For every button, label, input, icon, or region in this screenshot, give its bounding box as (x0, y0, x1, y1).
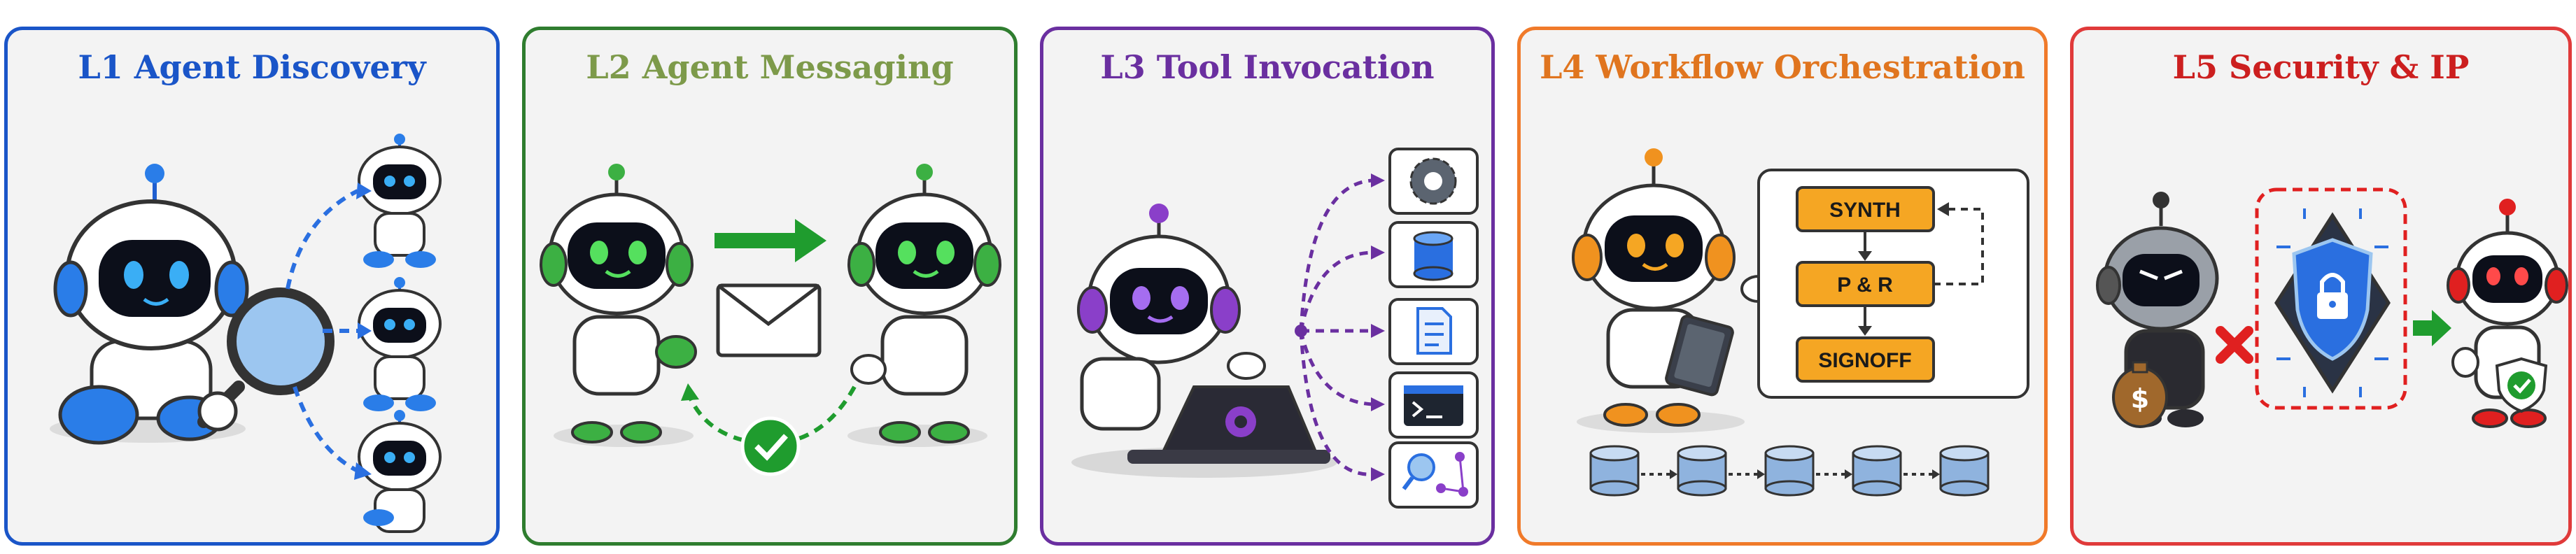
money-bag-icon: $ (2112, 361, 2168, 428)
panel-title: L3 Tool Invocation (1100, 48, 1435, 86)
svg-text:SIGNOFF: SIGNOFF (1818, 349, 1911, 372)
robot-icon (358, 277, 442, 411)
database-icon (1939, 445, 1990, 497)
robot-icon (358, 410, 442, 533)
svg-text:SYNTH: SYNTH (1829, 199, 1901, 222)
terminal-icon (1404, 385, 1463, 426)
robot-icon (847, 164, 1001, 443)
graph-search-icon (1402, 452, 1468, 497)
messaging-illustration (540, 164, 1001, 476)
arrow-right-icon (715, 219, 826, 262)
check-shield-icon (2495, 357, 2548, 413)
security-illustration: $ (2096, 187, 2568, 428)
svg-text:P & R: P & R (1837, 274, 1893, 297)
check-icon (740, 416, 801, 476)
gear-icon (1409, 157, 1457, 205)
envelope-icon (716, 283, 822, 357)
panel-security-ip: L5 Security & IP $ (2070, 27, 2572, 546)
svg-text:$: $ (2131, 383, 2149, 414)
panel-tool-invocation: L3 Tool Invocation (1040, 27, 1495, 546)
robot-icon (540, 164, 697, 443)
document-icon (1416, 307, 1452, 355)
dashed-arrow (293, 386, 359, 473)
workflow-step: P & R (1796, 261, 1935, 307)
robot-icon (358, 134, 442, 268)
robot-icon (1077, 204, 1266, 431)
database-icon (1413, 231, 1454, 281)
magnifier-icon (197, 287, 335, 432)
arrow-right-icon (2413, 310, 2451, 346)
panel-title: L1 Agent Discovery (78, 48, 426, 86)
laptop-icon (1127, 385, 1330, 464)
feedback-loop (1934, 208, 1984, 285)
workflow-step: SIGNOFF (1796, 336, 1935, 383)
panel-title: L2 Agent Messaging (586, 48, 954, 86)
database-icon (1852, 445, 1902, 497)
panel-title: L4 Workflow Orchestration (1540, 48, 2025, 86)
database-icon (1677, 445, 1727, 497)
orchestration-illustration: SYNTH P & R SIGNOFF (1572, 148, 2029, 497)
tools-illustration (1071, 148, 1479, 509)
dashed-arrow (286, 189, 359, 290)
database-icon (1589, 445, 1640, 497)
shield-lock-icon (2274, 208, 2391, 397)
panel-title: L5 Security & IP (2172, 48, 2470, 86)
database-icon (1764, 445, 1815, 497)
discovery-illustration (50, 134, 442, 533)
secure-boundary (2255, 187, 2407, 410)
workflow-step: SYNTH (1796, 186, 1935, 232)
panel-agent-messaging: L2 Agent Messaging (522, 27, 1018, 546)
panel-workflow-orchestration: L4 Workflow Orchestration SYNTH (1517, 27, 2048, 546)
x-icon (2216, 326, 2253, 364)
panel-agent-discovery: L1 Agent Discovery (4, 27, 500, 546)
clipboard-icon (1665, 314, 1734, 397)
robot-icon (50, 164, 249, 445)
